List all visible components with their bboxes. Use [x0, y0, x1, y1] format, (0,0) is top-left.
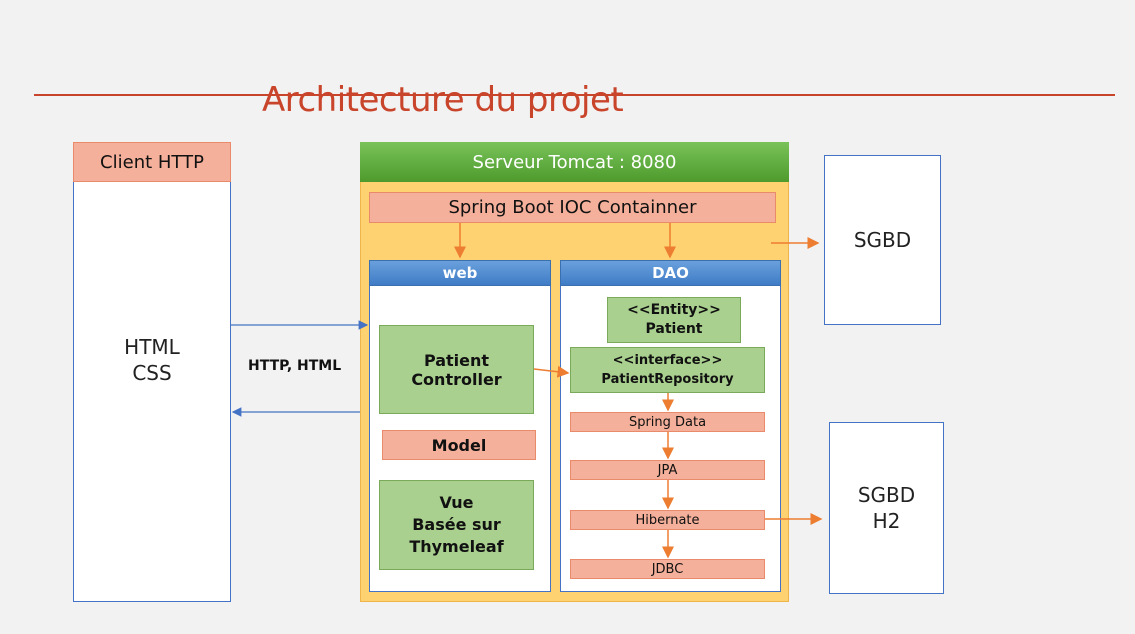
vue-box: Vue Basée sur Thymeleaf	[379, 480, 534, 570]
spring-data-box: Spring Data	[570, 412, 765, 432]
sgbd-h2-line-1: SGBD	[857, 483, 916, 507]
title-underline	[34, 94, 1115, 96]
client-header: Client HTTP	[73, 142, 231, 182]
entity-name: Patient	[645, 321, 703, 337]
model-box: Model	[382, 430, 536, 460]
sgbd-h2-line-2: H2	[872, 509, 901, 533]
controller-line-1: Patient	[423, 350, 490, 370]
controller-to-repository-arrow	[533, 365, 570, 378]
spring-container: Spring Boot IOC Containner	[369, 192, 776, 223]
vue-line-2: Basée sur	[412, 515, 501, 534]
patient-repository-box: <<interface>> PatientRepository	[570, 347, 765, 393]
entity-stereotype: <<Entity>>	[627, 302, 721, 318]
client-html-text: HTML	[124, 335, 180, 359]
vue-line-3: Thymeleaf	[409, 537, 504, 556]
client-box	[73, 142, 231, 602]
jdbc-box: JDBC	[570, 559, 765, 579]
client-css-text: CSS	[132, 361, 172, 385]
sgbd-h2-box: SGBD H2	[829, 422, 944, 594]
vue-line-1: Vue	[439, 493, 474, 512]
client-content: HTML CSS	[73, 334, 231, 386]
web-header: web	[369, 260, 551, 286]
jpa-box: JPA	[570, 460, 765, 480]
sgbd-box: SGBD	[824, 155, 941, 325]
controller-line-2: Controller	[411, 369, 502, 389]
repository-name: PatientRepository	[601, 372, 734, 387]
repository-stereotype: <<interface>>	[612, 353, 723, 368]
dao-header: DAO	[560, 260, 781, 286]
hibernate-box: Hibernate	[570, 510, 765, 530]
connection-label: HTTP, HTML	[248, 358, 342, 374]
page-title: Architecture du projet	[262, 80, 624, 120]
patient-controller-box: Patient Controller	[379, 325, 534, 414]
entity-patient-box: <<Entity>> Patient	[607, 297, 741, 343]
tomcat-header: Serveur Tomcat : 8080	[360, 142, 789, 182]
